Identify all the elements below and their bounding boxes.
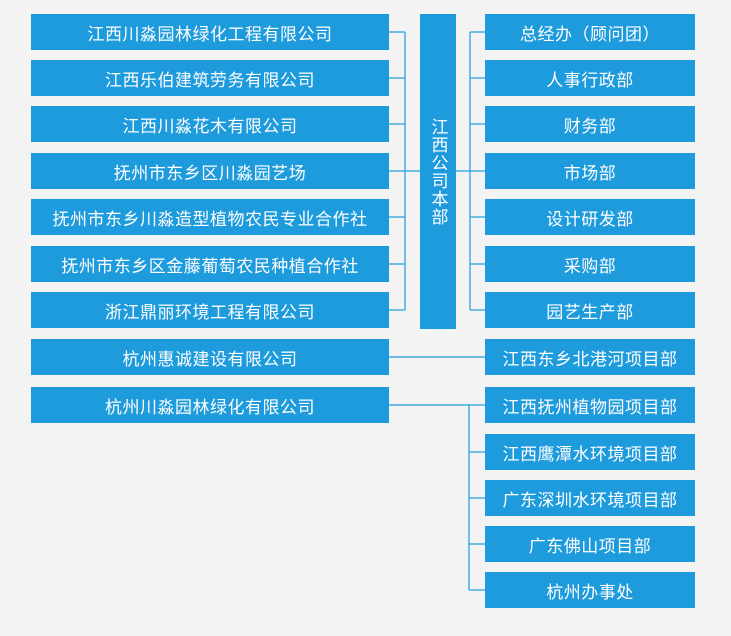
- company-box-hangzhou-huicheng-construction: 杭州惠诚建设有限公司: [31, 339, 389, 375]
- company-box-dongxiang-grape-cooperative: 抚州市东乡区金藤葡萄农民种植合作社: [31, 246, 389, 282]
- department-box-general-office: 总经办（顾问团）: [485, 14, 695, 50]
- headquarters-box: 江西公司本部: [420, 14, 456, 329]
- company-box-hangzhou-chuanmiao-landscaping: 杭州川淼园林绿化有限公司: [31, 387, 389, 423]
- company-box-dongxiang-horticulture-farm: 抚州市东乡区川淼园艺场: [31, 153, 389, 189]
- company-box-jiangxi-chuanmiao-landscaping: 江西川淼园林绿化工程有限公司: [31, 14, 389, 50]
- department-box-marketing: 市场部: [485, 153, 695, 189]
- project-box-shenzhen-water-environment: 广东深圳水环境项目部: [485, 480, 695, 516]
- company-box-dongxiang-topiary-cooperative: 抚州市东乡川淼造型植物农民专业合作社: [31, 199, 389, 235]
- company-box-jiangxi-lebo-construction: 江西乐伯建筑劳务有限公司: [31, 60, 389, 96]
- department-box-design-rnd: 设计研发部: [485, 199, 695, 235]
- headquarters-label: 江西公司本部: [428, 117, 448, 226]
- project-box-fuzhou-botanical-garden: 江西抚州植物园项目部: [485, 387, 695, 423]
- project-box-dongxiang-beiganghe: 江西东乡北港河项目部: [485, 339, 695, 375]
- company-box-jiangxi-chuanmiao-nursery: 江西川淼花木有限公司: [31, 106, 389, 142]
- department-box-horticulture-production: 园艺生产部: [485, 292, 695, 328]
- department-box-finance: 财务部: [485, 106, 695, 142]
- department-box-hr-admin: 人事行政部: [485, 60, 695, 96]
- project-box-foshan: 广东佛山项目部: [485, 526, 695, 562]
- department-box-procurement: 采购部: [485, 246, 695, 282]
- office-box-hangzhou: 杭州办事处: [485, 572, 695, 608]
- company-box-zhejiang-dingli-environment: 浙江鼎丽环境工程有限公司: [31, 292, 389, 328]
- project-box-yingtan-water-environment: 江西鹰潭水环境项目部: [485, 434, 695, 470]
